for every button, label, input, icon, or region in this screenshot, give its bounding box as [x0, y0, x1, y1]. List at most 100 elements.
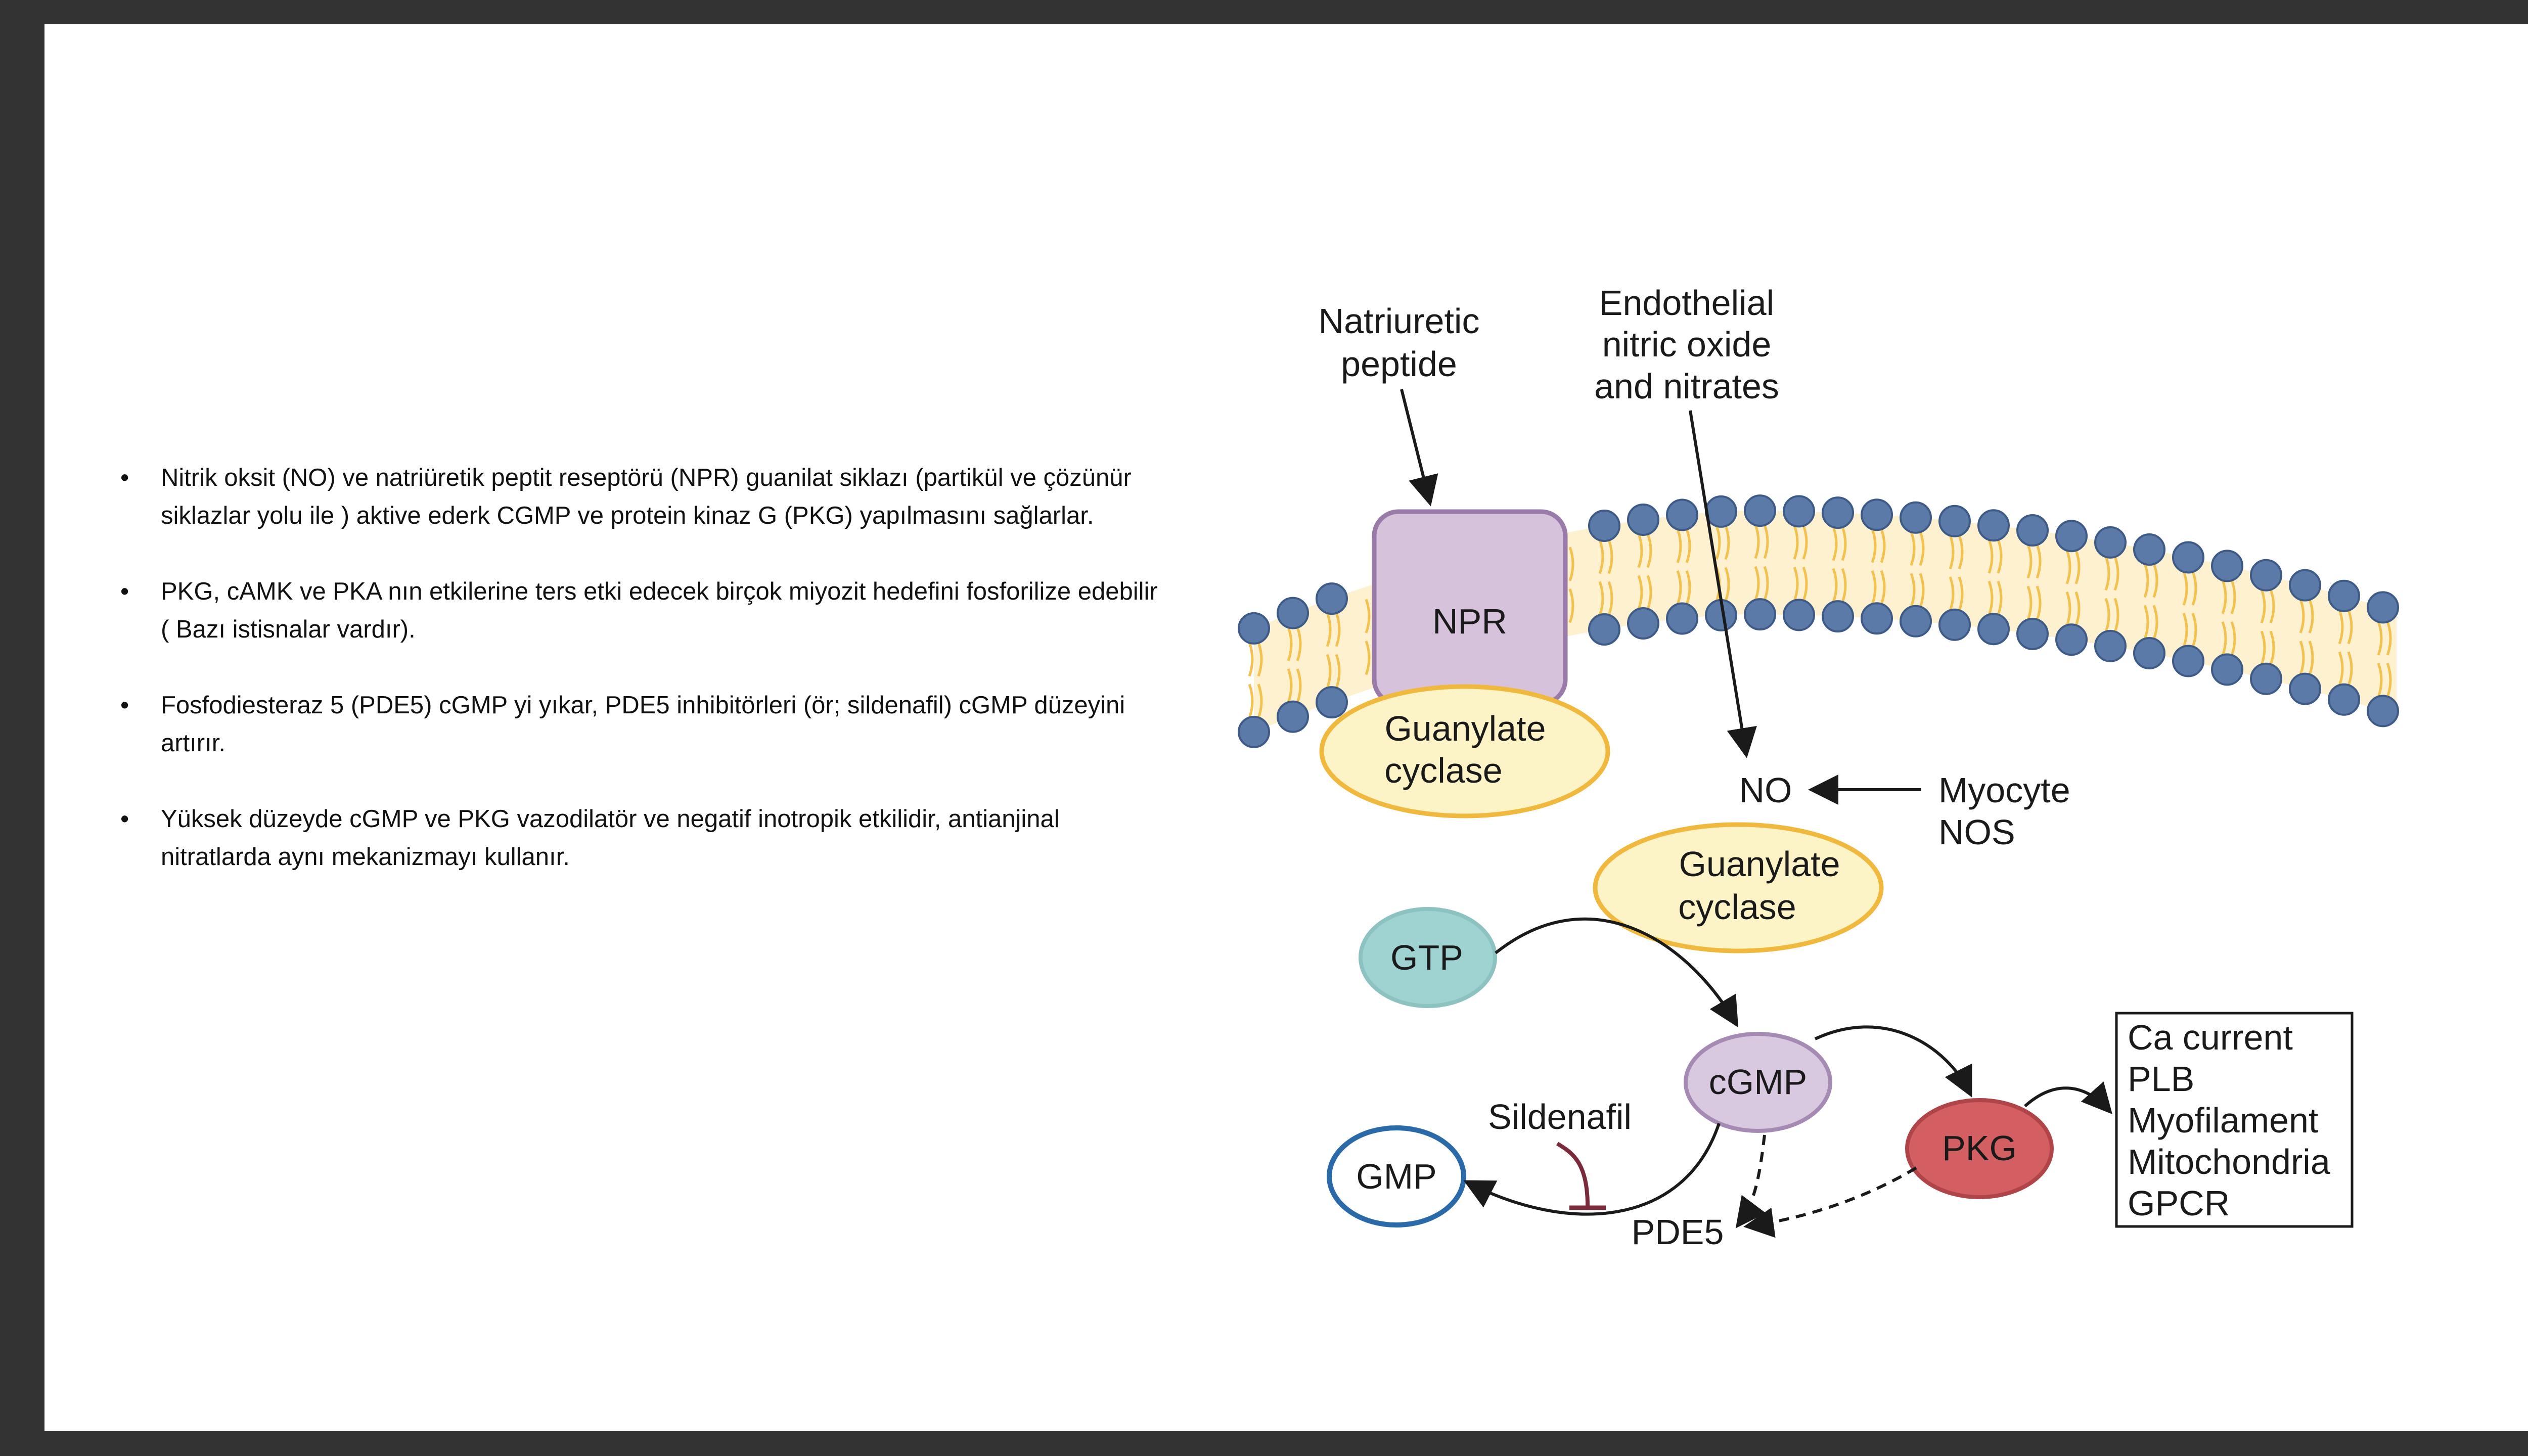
lipid-head [1666, 602, 1698, 635]
lipid-head [1316, 582, 1348, 615]
lipid-tail [2260, 630, 2266, 665]
pkg-to-targets-arrow [2024, 1081, 2112, 1114]
lipid-tail [2026, 585, 2033, 620]
lipid-tail [2386, 663, 2392, 698]
lipid-head [1588, 510, 1620, 542]
lipid-tail [1988, 580, 1994, 616]
lipid-head [1900, 501, 1932, 534]
natriuretic-peptide-label-line1: Natriuretic [1319, 301, 1480, 341]
lipid-tail [1287, 668, 1293, 703]
lipid-head [2172, 645, 2204, 677]
endothelial-no-arrow [1689, 410, 1757, 758]
lipid-head [2016, 618, 2049, 650]
lipid-head [1861, 602, 1893, 635]
lipid-head [2133, 533, 2165, 566]
lipid-head [2289, 672, 2321, 705]
lipid-head [1900, 605, 1932, 638]
lipid-tail [1880, 528, 1886, 563]
lipid-tail [1949, 576, 1955, 611]
lipid-tail [1754, 524, 1760, 559]
lipid-tail [1598, 539, 1604, 574]
lipid-tail [2104, 598, 2110, 632]
pde5-label: PDE5 [1632, 1212, 1724, 1252]
lipid-head [2328, 579, 2360, 612]
lipid-head [1822, 496, 1854, 529]
target-plb: PLB [2128, 1059, 2194, 1099]
lipid-head [2289, 569, 2321, 602]
endothelial-no-label-line1: Endothelial [1599, 283, 1774, 323]
lipid-tail [2182, 571, 2188, 606]
lipid-tail [1335, 612, 1341, 647]
lipid-tail [1724, 525, 1730, 560]
soluble-guanylate-cyclase [1593, 822, 1884, 953]
lipid-head [2016, 514, 2049, 547]
lipid-tail [1607, 581, 1613, 616]
lipid-tail [1871, 570, 1877, 605]
lipid-tail [2152, 605, 2158, 640]
lipid-head [1783, 495, 1815, 528]
lipid-tail [1715, 525, 1721, 560]
lipid-tail [1685, 570, 1691, 605]
lipid-tail [1335, 654, 1341, 689]
cgmp-label: cGMP [1709, 1062, 1807, 1102]
cgmp-to-pkg-arrow [1814, 1025, 1972, 1098]
lipid-tail [1754, 566, 1760, 601]
lipid-tail [1257, 642, 1263, 677]
soluble-cyclase-label-line1: Guanylate [1679, 844, 1840, 884]
lipid-tail [2377, 663, 2383, 698]
lipid-head [1744, 598, 1776, 631]
lipid-tail [1949, 534, 1955, 570]
lipid-tail [1988, 539, 1994, 574]
lipid-tail [1568, 547, 1574, 581]
lipid-tail [1248, 684, 1254, 718]
lipid-tail [1685, 528, 1691, 563]
lipid-head [2094, 629, 2127, 662]
lipid-tail [2182, 613, 2188, 648]
gtp-to-cgmp-arrow [1495, 917, 1739, 1028]
bullet-item: Nitrik oksit (NO) ve natriüretik peptit … [120, 459, 1162, 535]
lipid-tail [2299, 599, 2305, 633]
lipid-tail [2036, 544, 2042, 579]
membrane-guanylate-cyclase [1319, 684, 1610, 818]
cgmp-to-pde5-arrow [1735, 1134, 1766, 1228]
gtp-node [1359, 907, 1497, 1008]
lipid-tail [1287, 626, 1293, 661]
bullet-list: Nitrik oksit (NO) ve natriüretik peptit … [120, 459, 1162, 914]
lipid-tail [2152, 563, 2158, 598]
pkg-to-pde5-arrow [1743, 1166, 1917, 1238]
lipid-tail [1958, 576, 1964, 611]
pkg-node [1905, 1098, 2054, 1199]
lipid-head [2055, 623, 2088, 656]
lipid-tail [2074, 591, 2081, 626]
lipid-tail [2026, 544, 2033, 579]
lipid-tail [1326, 612, 1332, 647]
bullet-item: Fosfodiesteraz 5 (PDE5) cGMP yi yıkar, P… [120, 687, 1162, 762]
cgmp-to-gmp-arrow [1463, 1123, 1721, 1216]
target-mitochondria: Mitochondria [2128, 1142, 2330, 1181]
lipid-tail [1568, 588, 1574, 623]
lipid-head [1627, 607, 1659, 640]
lipid-tail [2074, 550, 2081, 584]
gtp-label: GTP [1390, 938, 1463, 977]
lipid-tail [1871, 528, 1877, 563]
lipid-head [2250, 662, 2282, 695]
lipid-head [1783, 599, 1815, 631]
target-ca-current: Ca current [2128, 1018, 2293, 1057]
myocyte-nos-label-line1: Myocyte [1938, 770, 2070, 810]
natriuretic-peptide-label-line2: peptide [1341, 344, 1457, 384]
lipid-tail [1997, 539, 2003, 574]
lipid-tail [2308, 641, 2314, 675]
lipid-head [1977, 613, 2010, 646]
lipid-head [1822, 600, 1854, 633]
lipid-head [1744, 494, 1776, 527]
sildenafil-inhibition [1556, 1142, 1590, 1206]
lipid-tail [1793, 567, 1799, 602]
lipid-head [1938, 608, 1971, 641]
lipid-tail [1724, 567, 1730, 602]
lipid-tail [1607, 539, 1613, 574]
lipid-tail [2386, 621, 2392, 656]
gmp-node [1327, 1125, 1466, 1227]
lipid-head [2250, 559, 2282, 592]
bullet-item: Yüksek düzeyde cGMP ve PKG vazodilatör v… [120, 800, 1162, 876]
